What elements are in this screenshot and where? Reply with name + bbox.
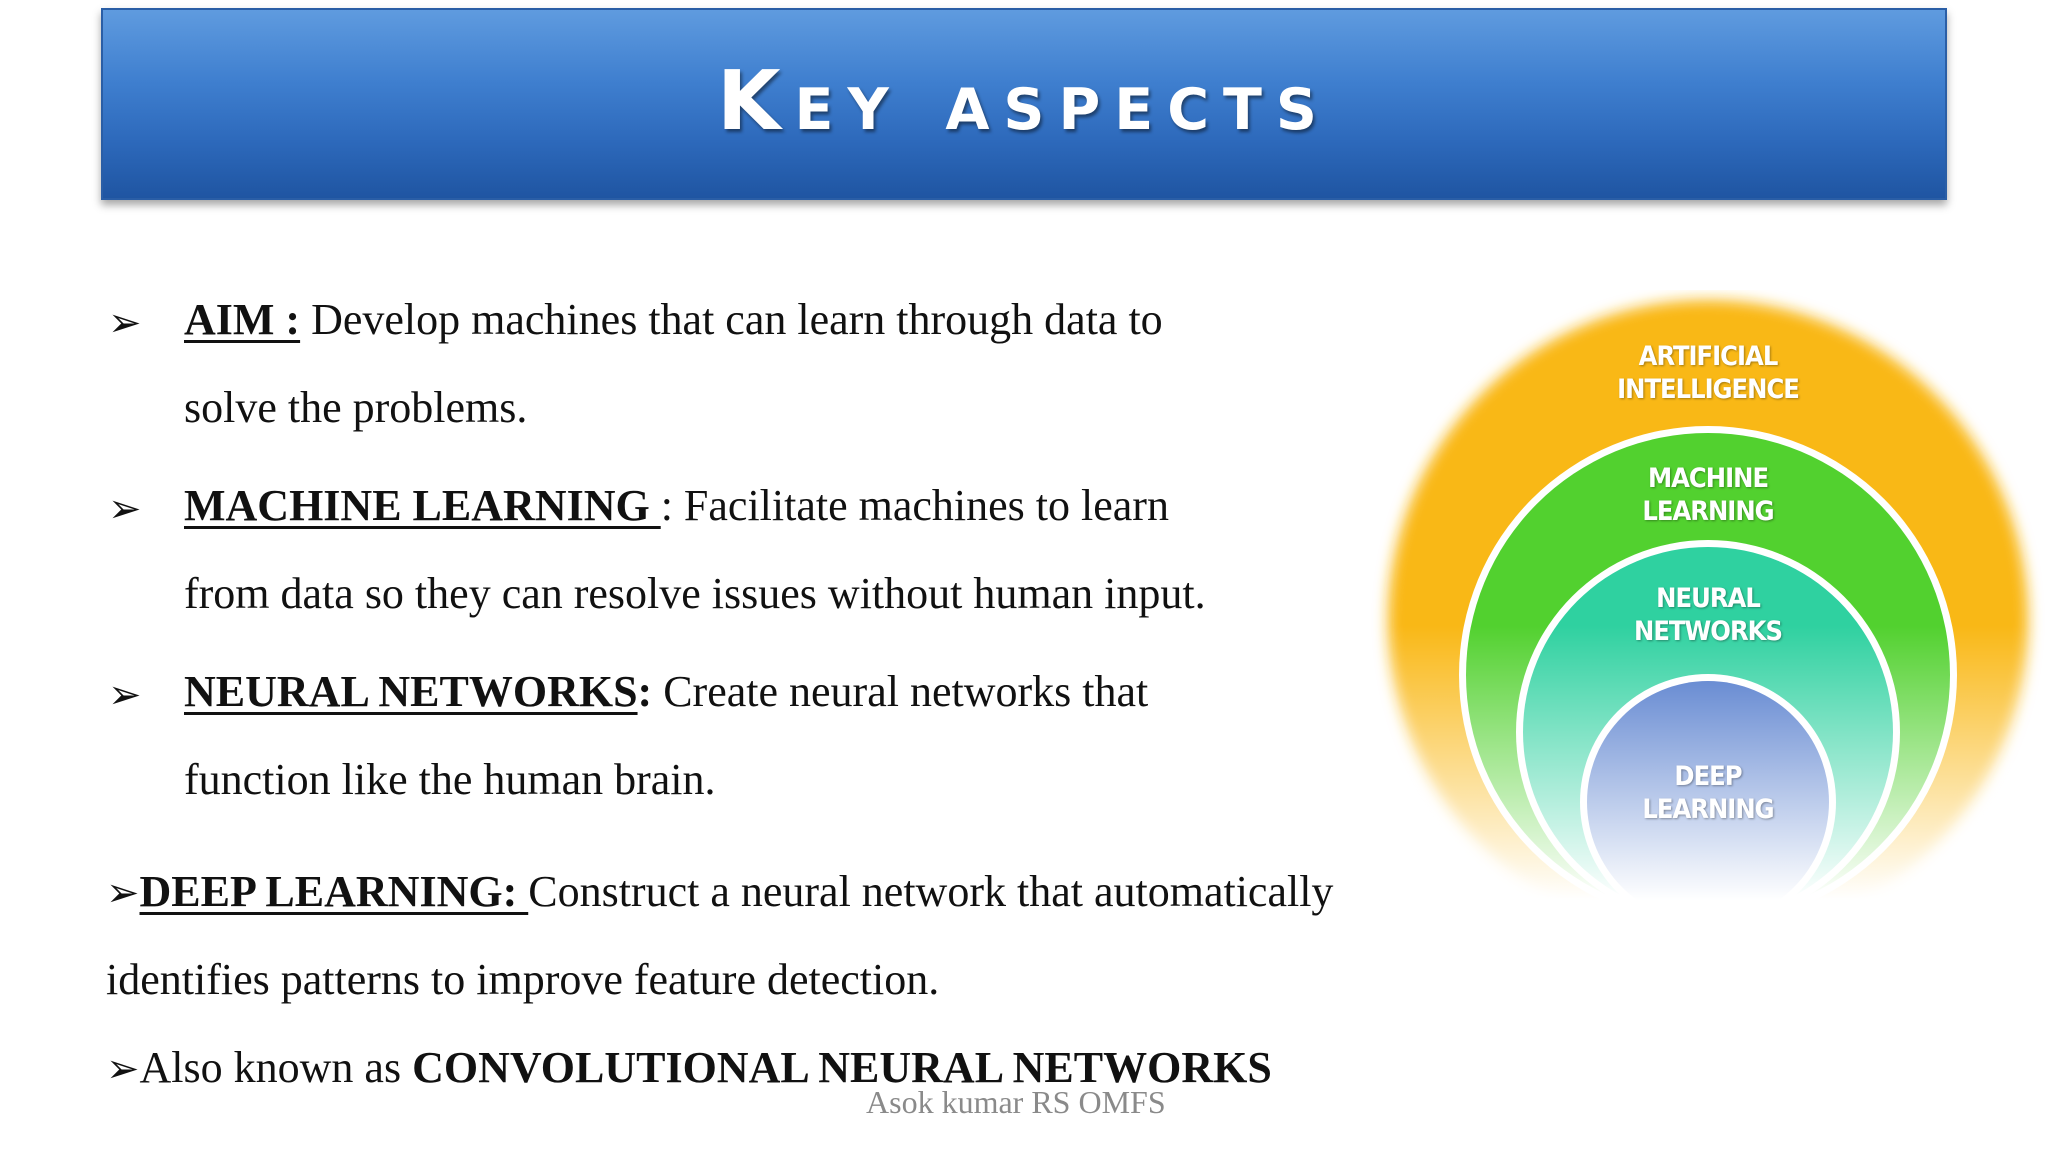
bullet-arrow-icon: ➢ [106,1046,140,1092]
bullet-dl-line2: identifies patterns to improve feature d… [106,955,940,1004]
also-known-prefix: Also known as [139,1043,413,1092]
bullet-dl-text: Construct a neural network that automati… [528,867,1334,916]
diagram-fade [1360,290,2048,900]
ring-label-dl-line1: DEEP [1674,761,1742,792]
ring-label-ml: MACHINE LEARNING [1558,462,1858,528]
also-known-strong: CONVOLUTIONAL NEURAL NETWORKS [412,1043,1272,1092]
nested-circles-svg [1360,290,2048,900]
bullet-arrow-icon: ➢ [106,870,140,916]
bullet-nn-term: NEURAL NETWORKS [184,667,638,716]
ring-label-dl: DEEP LEARNING [1558,760,1858,826]
ring-label-nn-line2: NETWORKS [1634,616,1783,647]
nested-circles-diagram: ARTIFICIAL INTELLIGENCE MACHINE LEARNING… [1360,290,2048,930]
ring-label-ml-line1: MACHINE [1647,463,1769,494]
bullet-aim-line2: solve the problems. [184,383,528,432]
bullet-nn-colon: : [637,667,653,716]
bullet-dl-line1: ➢DEEP LEARNING: Construct a neural netwo… [106,870,1333,914]
bullet-ml-line1: MACHINE LEARNING : Facilitate machines t… [184,484,1169,528]
page-title: Key aspects [717,53,1331,149]
ring-label-ai-line2: INTELLIGENCE [1617,374,1800,405]
ring-label-ml-line2: LEARNING [1642,496,1774,527]
bullet-arrow-icon: ➢ [108,486,142,532]
ring-label-nn-line1: NEURAL [1656,583,1761,614]
bullet-aim-line1: AIM : Develop machines that can learn th… [184,298,1163,342]
bullet-ml-term: MACHINE LEARNING [184,481,661,530]
bullet-nn-text: Create neural networks that [652,667,1149,716]
ring-label-nn: NEURAL NETWORKS [1558,582,1858,648]
bullet-dl-term: DEEP LEARNING: [139,867,529,916]
also-known-line: ➢Also known as CONVOLUTIONAL NEURAL NETW… [106,1046,1272,1090]
footer-author: Asok kumar RS OMFS [866,1084,1166,1120]
ring-label-ai-line1: ARTIFICIAL [1638,341,1779,372]
bullet-nn-line2: function like the human brain. [184,755,716,804]
bullet-aim-term: AIM : [184,295,301,344]
bullet-ml-line2: from data so they can resolve issues wit… [184,569,1206,618]
ring-label-dl-line2: LEARNING [1642,794,1774,825]
bullet-nn-line1: NEURAL NETWORKS: Create neural networks … [184,670,1148,714]
bullet-arrow-icon: ➢ [108,672,142,718]
bullet-list: ➢ AIM : Develop machines that can learn … [106,298,1333,1090]
bullet-aim-text: Develop machines that can learn through … [300,295,1163,344]
ring-label-ai: ARTIFICIAL INTELLIGENCE [1558,340,1858,406]
bullet-arrow-icon: ➢ [108,300,142,346]
bullet-ml-text: : Facilitate machines to learn [660,481,1169,530]
title-banner: Key aspects [101,8,1947,200]
